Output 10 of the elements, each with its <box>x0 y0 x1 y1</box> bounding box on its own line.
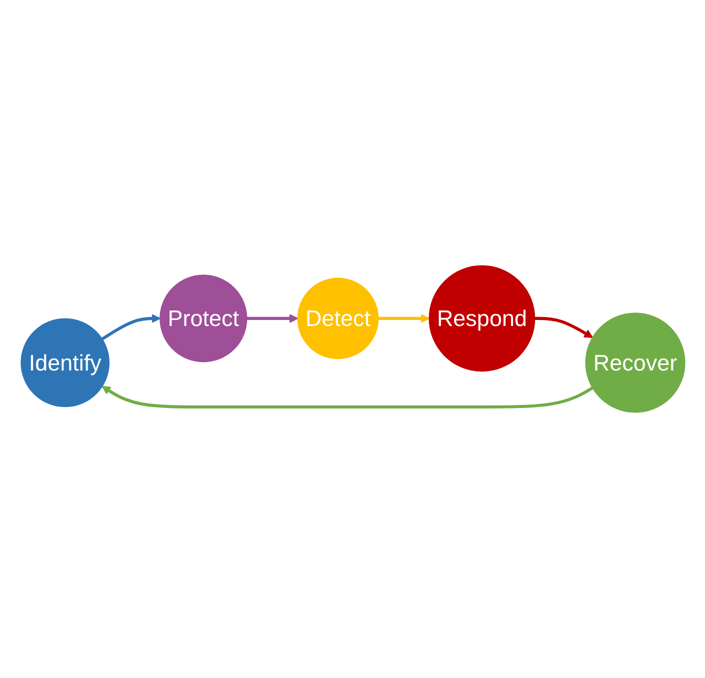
arrow <box>100 314 160 340</box>
arrow <box>101 386 593 408</box>
node-circle: Recover <box>584 312 685 413</box>
arrow <box>534 316 592 338</box>
node-circle: Detect <box>296 278 378 360</box>
node-circle: Protect <box>159 274 247 362</box>
arrow <box>246 314 298 323</box>
node-circle: Identify <box>20 318 110 408</box>
arrow <box>378 314 430 323</box>
node-circle: Respond <box>428 265 535 372</box>
